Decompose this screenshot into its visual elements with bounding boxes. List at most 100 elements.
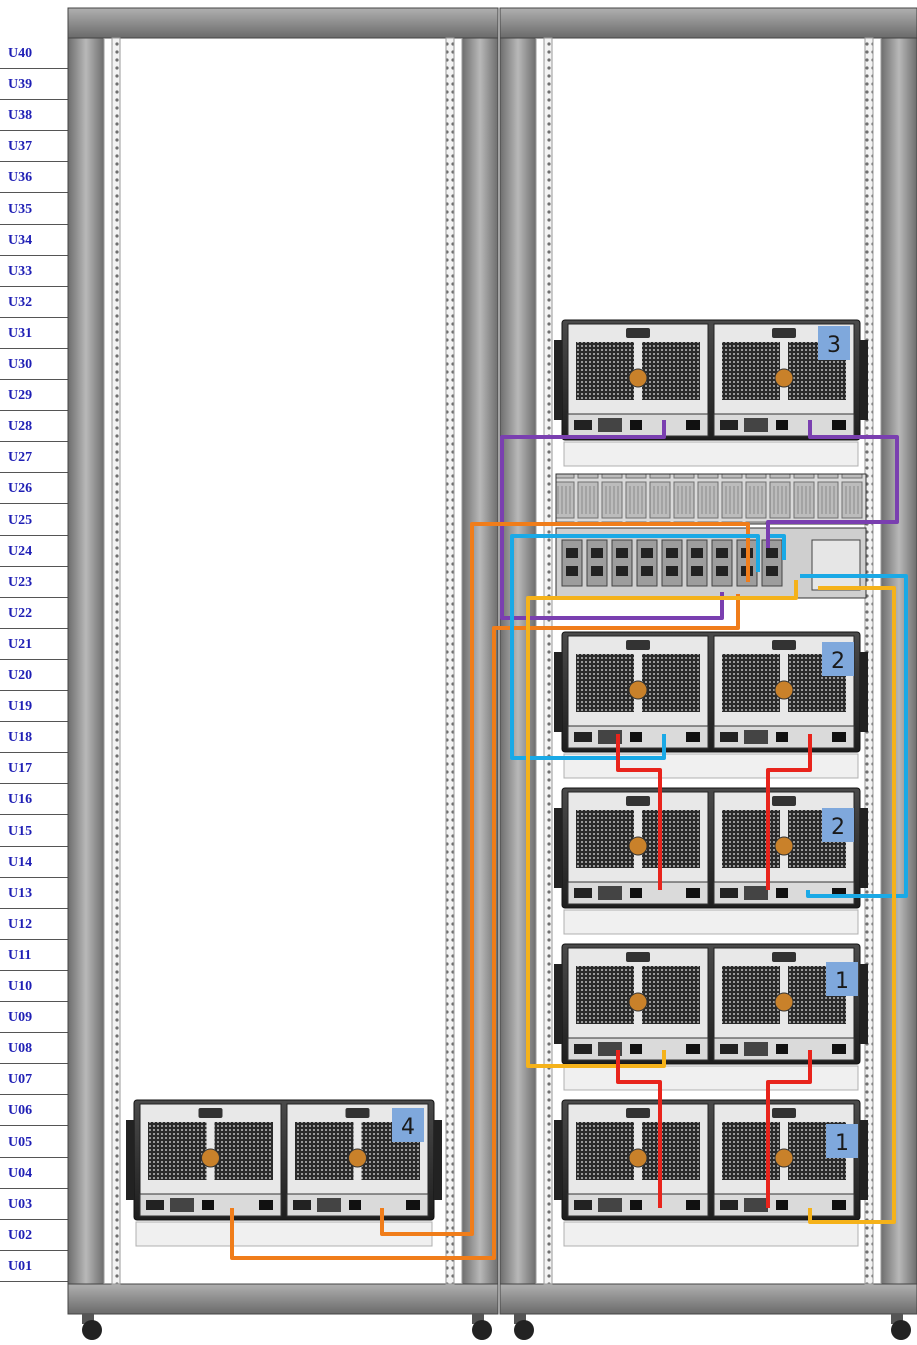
fan-grille (722, 1122, 780, 1180)
rack-caster (472, 1320, 492, 1340)
power-connector (626, 952, 650, 962)
port (744, 730, 768, 744)
io-card (762, 540, 782, 586)
power-connector (199, 1108, 223, 1118)
port (744, 1042, 768, 1056)
enclosure-badge: 1 (826, 1124, 858, 1158)
rack-caster (82, 1320, 102, 1340)
port (744, 886, 768, 900)
port (641, 566, 653, 576)
badge-number: 1 (835, 1131, 849, 1156)
fan-grille (295, 1122, 354, 1180)
rack-ear (554, 1120, 562, 1200)
enclosure-badge: 2 (822, 808, 854, 842)
port (720, 888, 738, 898)
port (832, 732, 846, 742)
port (691, 548, 703, 558)
port (574, 1044, 592, 1054)
rack-ear (860, 964, 868, 1044)
power-connector (772, 640, 796, 650)
power-connector (772, 328, 796, 338)
rack-top-beam (68, 8, 498, 38)
port (776, 420, 788, 430)
rack-top-beam (500, 8, 917, 38)
rack-ear (554, 340, 562, 420)
port (832, 420, 846, 430)
port (630, 1200, 642, 1210)
port (744, 1198, 768, 1212)
io-card (587, 540, 607, 586)
rack-ear (554, 652, 562, 732)
rack-post-left (68, 8, 104, 1308)
disk-enclosure (554, 1100, 868, 1246)
enclosure-badge: 2 (822, 642, 854, 676)
port (686, 1044, 700, 1054)
fan-grille (148, 1122, 207, 1180)
port (202, 1200, 214, 1210)
port (720, 732, 738, 742)
io-card (612, 540, 632, 586)
rack-ear (860, 340, 868, 420)
rack-ear (554, 808, 562, 888)
port (630, 888, 642, 898)
enclosure-shelf (564, 442, 858, 466)
fan-grille (215, 1122, 274, 1180)
enclosure-shelf (564, 910, 858, 934)
power-connector (772, 952, 796, 962)
port (566, 548, 578, 558)
port (591, 566, 603, 576)
fan-grille (642, 654, 700, 712)
port (616, 548, 628, 558)
port (691, 566, 703, 576)
fan-hub (629, 369, 647, 387)
port (574, 1200, 592, 1210)
port (566, 566, 578, 576)
fan-grille (642, 810, 700, 868)
port (776, 1044, 788, 1054)
port (776, 1200, 788, 1210)
fan-hub (775, 837, 793, 855)
port (776, 732, 788, 742)
port (616, 566, 628, 576)
port (720, 1200, 738, 1210)
port (766, 566, 778, 576)
rack-rail-right (446, 38, 454, 1284)
fan-grille (722, 342, 780, 400)
port (317, 1198, 341, 1212)
port (744, 418, 768, 432)
enclosure-badge: 4 (392, 1108, 424, 1142)
port (641, 548, 653, 558)
io-card (687, 540, 707, 586)
fan-hub (629, 837, 647, 855)
port (630, 1044, 642, 1054)
port (716, 548, 728, 558)
rack-post-right (881, 8, 917, 1308)
fan-grille (722, 966, 780, 1024)
drive-bay-panel (556, 474, 866, 524)
port (832, 1044, 846, 1054)
port (686, 888, 700, 898)
fan-hub (629, 681, 647, 699)
rack-bottom-beam (68, 1284, 498, 1314)
port (766, 548, 778, 558)
fan-grille (576, 654, 634, 712)
fan-grille (576, 1122, 634, 1180)
rack-ear (860, 808, 868, 888)
port (686, 420, 700, 430)
port (716, 566, 728, 576)
rack-bottom-beam (500, 1284, 917, 1314)
mgmt-module (812, 540, 860, 590)
disk-enclosure (554, 788, 868, 934)
port (170, 1198, 194, 1212)
port (574, 888, 592, 898)
badge-number: 2 (831, 815, 845, 840)
fan-hub (775, 681, 793, 699)
rack-caster (514, 1320, 534, 1340)
fan-grille (642, 342, 700, 400)
rack-ear (434, 1120, 442, 1200)
port (574, 732, 592, 742)
badge-number: 1 (835, 969, 849, 994)
fan-hub (775, 1149, 793, 1167)
io-card (562, 540, 582, 586)
